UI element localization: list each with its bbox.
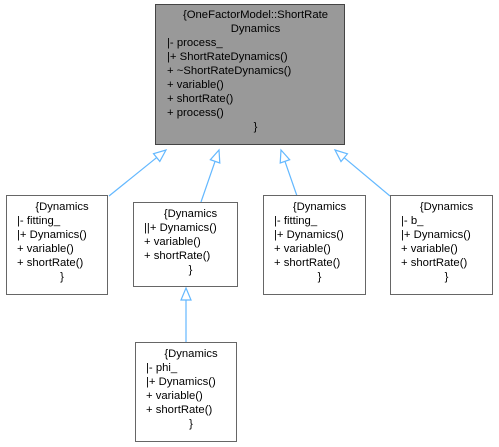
class-close-brace: }: [444, 271, 449, 283]
class-node-short-rate-dynamics[interactable]: {OneFactorModel::ShortRate Dynamics |- p…: [155, 4, 345, 145]
class-close-brace: }: [189, 418, 193, 430]
edge-line: [108, 157, 158, 197]
member-variable: + variable(): [167, 79, 224, 91]
member-variable: + variable(): [401, 243, 458, 255]
member-constructor: |+ Dynamics(): [146, 376, 216, 388]
member-short-rate: + shortRate(): [17, 257, 84, 269]
member-fitting: |- fitting_: [17, 215, 61, 227]
class-title: Dynamics: [230, 23, 281, 35]
edge-line: [284, 161, 298, 197]
member-variable: + variable(): [274, 243, 331, 255]
member-process-method: + process(): [167, 107, 224, 119]
class-close-brace: }: [253, 121, 258, 133]
edge-dynamics-2-to-base: [200, 148, 221, 203]
member-fitting: |- fitting_: [274, 215, 318, 227]
member-short-rate: + shortRate(): [274, 257, 341, 269]
member-constructor: ||+ Dynamics(): [144, 222, 217, 234]
member-constructor: |+ Dynamics(): [274, 229, 344, 241]
member-destructor: + ~ShortRateDynamics(): [167, 65, 292, 77]
class-node-dynamics-2[interactable]: {Dynamics ||+ Dynamics() + variable() + …: [133, 202, 238, 287]
inheritance-arrowhead: [209, 148, 221, 164]
class-node-dynamics-4[interactable]: {Dynamics |- b_ |+ Dynamics() + variable…: [390, 195, 493, 295]
inheritance-arrowhead: [180, 286, 192, 301]
class-node-dynamics-phi[interactable]: {Dynamics |- phi_ |+ Dynamics() + variab…: [135, 342, 237, 442]
class-title: {Dynamics: [163, 208, 218, 220]
member-short-rate: + shortRate(): [401, 257, 468, 269]
class-title: {Dynamics: [164, 348, 218, 360]
edge-dynamics-phi-to-dynamics-2: [180, 286, 192, 342]
class-title: {Dynamics: [35, 201, 89, 213]
member-short-rate: + shortRate(): [144, 250, 211, 262]
edge-line: [343, 157, 391, 197]
edge-dynamics-1-to-base: [108, 149, 168, 197]
class-close-brace: }: [317, 271, 322, 283]
member-variable: + variable(): [17, 243, 74, 255]
class-title: {Dynamics: [292, 201, 347, 213]
edge-dynamics-4-to-base: [333, 148, 391, 197]
class-node-dynamics-1[interactable]: {Dynamics |- fitting_ |+ Dynamics() + va…: [6, 195, 108, 295]
class-title: {OneFactorModel::ShortRate: [182, 9, 329, 21]
edge-line: [200, 161, 216, 203]
class-node-dynamics-3[interactable]: {Dynamics |- fitting_ |+ Dynamics() + va…: [263, 195, 366, 295]
class-title: {Dynamics: [419, 201, 474, 213]
member-variable: + variable(): [144, 236, 201, 248]
member-constructor: |+ ShortRateDynamics(): [167, 51, 288, 63]
class-close-brace: }: [60, 271, 64, 283]
member-process: |- process_: [167, 37, 223, 49]
member-constructor: |+ Dynamics(): [17, 229, 87, 241]
member-phi: |- phi_: [146, 362, 178, 374]
inheritance-arrowhead: [152, 149, 168, 163]
member-b: |- b_: [401, 215, 424, 227]
member-constructor: |+ Dynamics(): [401, 229, 471, 241]
class-close-brace: }: [188, 264, 193, 276]
member-short-rate: + shortRate(): [167, 93, 234, 105]
inheritance-arrowhead: [333, 148, 349, 163]
member-variable: + variable(): [146, 390, 203, 402]
member-short-rate: + shortRate(): [146, 404, 213, 416]
edge-dynamics-3-to-base: [279, 148, 298, 197]
inheritance-arrowhead: [279, 148, 291, 164]
